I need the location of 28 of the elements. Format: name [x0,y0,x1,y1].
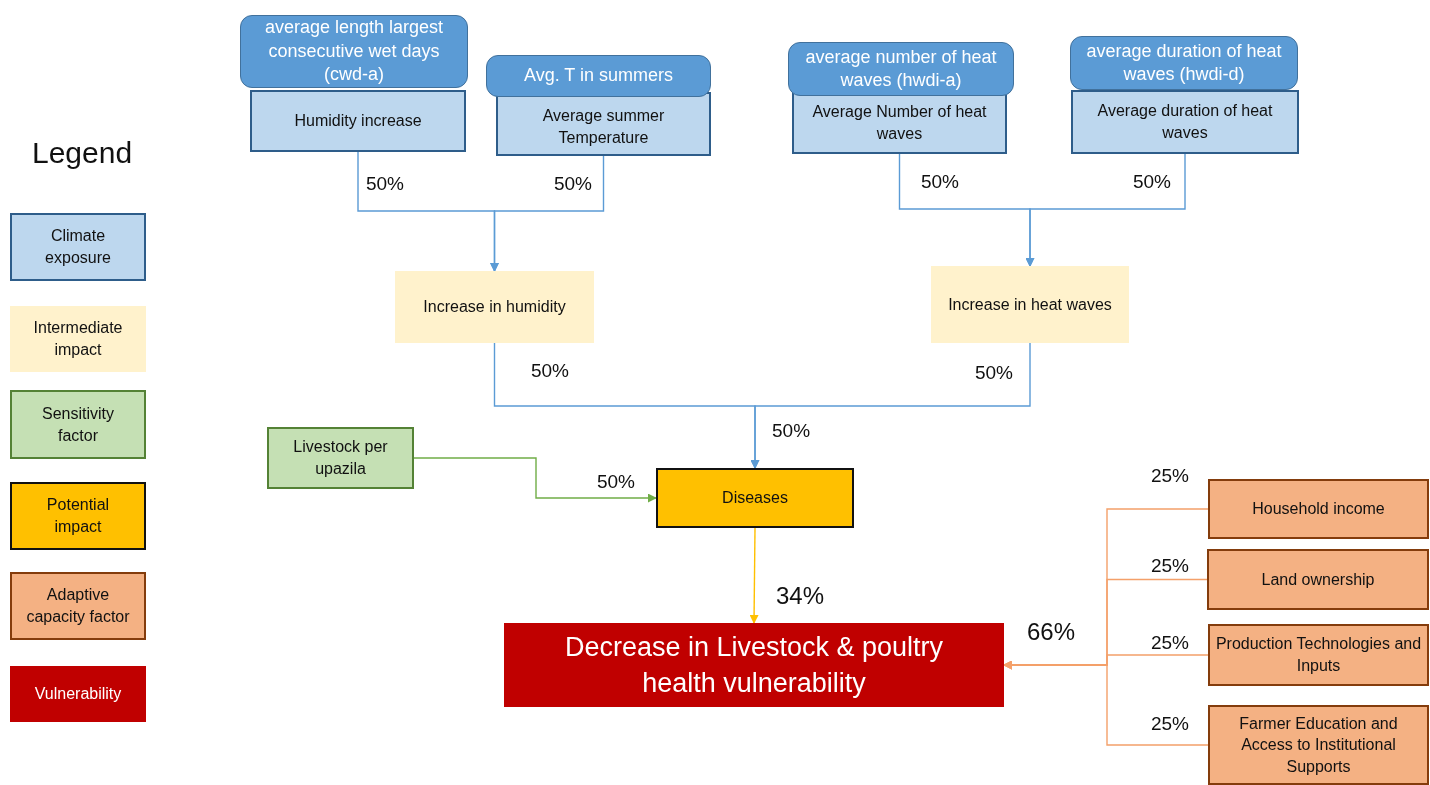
exposure-box: Humidity increase [250,90,466,152]
legend-item: Potential impact [10,482,146,550]
legend-item: Sensitivity factor [10,390,146,459]
legend-item: Climate exposure [10,213,146,281]
rate-indicator-tag: average number of heat waves (hwdi-a) [788,42,1014,96]
intermediate-impact-box: Increase in heat waves [931,266,1129,343]
exposure-box: Average summer Temperature [496,92,711,156]
exposure-box: Average Number of heat waves [792,92,1007,154]
connector-arrow [490,155,605,272]
exposure-box: Average duration of heat waves [1071,90,1299,154]
intermediate-impact-box: Increase in humidity [395,271,594,343]
adaptive-capacity-box: Production Technologies and Inputs [1208,624,1429,686]
connector-arrow [750,342,1031,469]
connector-arrow [413,457,657,503]
potential-impact-box: Diseases [656,468,854,528]
adaptive-capacity-box: Farmer Education and Access to Institutional Supports [1208,705,1429,785]
adaptive-capacity-box: Land ownership [1207,549,1429,610]
legend-item: Vulnerability [10,666,146,722]
rate-indicator-tag: average length largest consecutive wet days (cwd-a) [240,15,468,88]
connector-arrow [749,527,759,624]
rate-indicator-tag: Avg. T in summers [486,55,711,97]
rate-indicator-tag: average duration of heat waves (hwdi-d) [1070,36,1298,90]
adaptive-capacity-box: Household income [1208,479,1429,539]
sensitivity-box: Livestock per upazila [267,427,414,489]
vulnerability-box: Decrease in Livestock & poultry health vulnerability [504,623,1004,707]
legend-item: Adaptive capacity factor [10,572,146,640]
connector-arrow [1025,153,1186,267]
legend-item: Intermediate impact [10,306,146,372]
